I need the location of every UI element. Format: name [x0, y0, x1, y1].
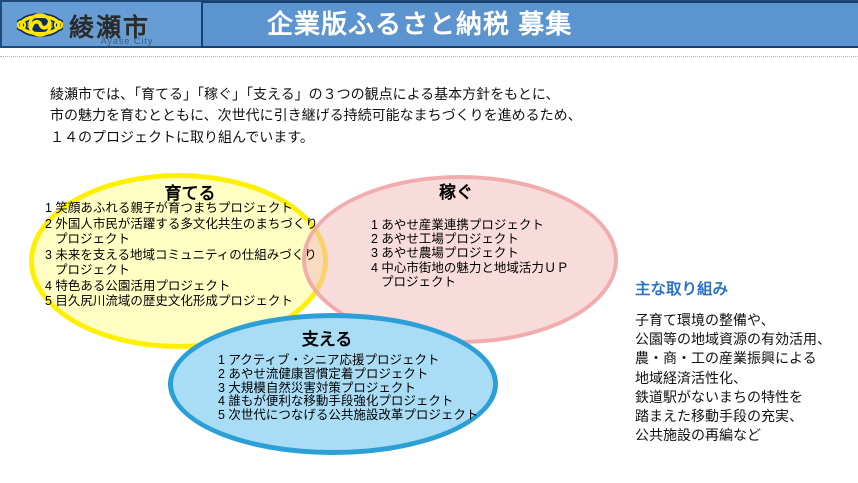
intro-paragraph: 綾瀬市では、「育てる」「稼ぐ」「支える」の３つの観点による基本方針をもとに、 市…	[50, 84, 582, 148]
initiatives-line: 農・商・工の産業振興による	[635, 350, 817, 367]
city-name: 綾瀬市	[69, 14, 151, 42]
dotted-separator	[0, 56, 858, 57]
project-list-kasegu: 1 あやせ産業連携プロジェクト 2 あやせ工場プロジェクト 3 あやせ農場プロジ…	[371, 218, 569, 289]
list-item: 2 あやせ流健康習慣定着プロジェクト	[218, 366, 429, 381]
list-item: 3 大規模自然災害対策プロジェクト	[218, 380, 416, 395]
group-title-kasegu: 稼ぐ	[439, 183, 473, 202]
list-item: 1 アクティブ・シニア応援プロジェクト	[218, 353, 440, 367]
city-name-english: Ayase City	[100, 36, 154, 46]
initiatives-heading: 主な取り組み	[635, 281, 729, 298]
header-bar: 綾瀬市 Ayase City 企業版ふるさと納税 募集	[0, 0, 858, 48]
banner-box: 企業版ふるさと納税 募集	[201, 1, 858, 48]
intro-line: 綾瀬市では、「育てる」「稼ぐ」「支える」の３つの観点による基本方針をもとに、	[50, 86, 560, 102]
group-title-sasaeru: 支える	[301, 330, 353, 349]
list-item-continuation: プロジェクト	[381, 274, 457, 289]
list-item: 4 誰もが便利な移動手段強化プロジェクト	[218, 394, 454, 409]
list-item-continuation: プロジェクト	[55, 232, 131, 246]
list-item: 4 中心市街地の魅力と地域活力ＵＰ	[371, 260, 569, 275]
initiatives-line: 踏まえた移動手段の充実、	[635, 408, 803, 425]
initiatives-line: 鉄道駅がないまちの特性を	[635, 388, 803, 405]
list-item: 1 笑顔あふれる親子が育つまちプロジェクト	[45, 201, 293, 215]
intro-line: １４のプロジェクトに取り組んでいます。	[50, 128, 314, 145]
venn-ellipse-sasaeru	[168, 313, 498, 455]
list-item: 2 外国人市民が活躍する多文化共生のまちづくり	[45, 216, 318, 231]
list-item-continuation: プロジェクト	[55, 263, 131, 277]
list-item: 5 次世代につなげる公共施設改革プロジェクト	[218, 408, 479, 423]
project-list-sasaeru: 1 アクティブ・シニア応援プロジェクト 2 あやせ流健康習慣定着プロジェクト 3…	[218, 353, 479, 423]
intro-line: 市の魅力を育むとともに、次世代に引き継げる持続可能なまちづくりを進めるため、	[50, 107, 582, 124]
list-item: 2 あやせ工場プロジェクト	[371, 232, 519, 247]
list-item: 5 目久尻川流域の歴史文化形成プロジェクト	[45, 294, 293, 308]
list-item: 3 未来を支える地域コミュニティの仕組みづくり	[45, 247, 317, 262]
project-list-sodateru: 1 笑顔あふれる親子が育つまちプロジェクト 2 外国人市民が活躍する多文化共生の…	[45, 201, 318, 310]
list-item: 1 あやせ産業連携プロジェクト	[371, 218, 544, 232]
list-item: 3 あやせ農場プロジェクト	[371, 246, 519, 261]
initiatives-line: 子育て環境の整備や、	[635, 312, 775, 328]
initiatives-line: 地域経済活性化、	[635, 369, 747, 386]
ayase-city-logo-icon	[17, 13, 63, 37]
initiatives-line: 公園等の地域資源の有効活用、	[635, 331, 831, 348]
banner-title: 企業版ふるさと納税 募集	[267, 9, 573, 39]
initiatives-text: 子育て環境の整備や、 公園等の地域資源の有効活用、 農・商・工の産業振興による …	[635, 311, 831, 445]
group-title-sodateru: 育てる	[164, 184, 216, 203]
list-item: 4 特色ある公園活用プロジェクト	[45, 278, 231, 293]
initiatives-line: 公共施設の再編など	[635, 427, 761, 444]
